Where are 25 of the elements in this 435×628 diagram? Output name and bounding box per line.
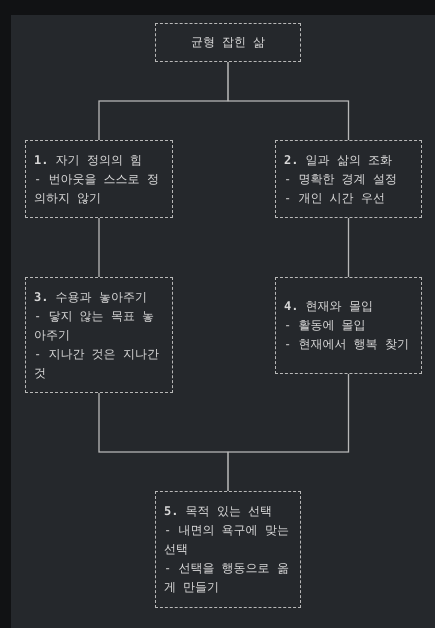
- box-heading: 4. 현재와 몰입: [284, 298, 374, 315]
- step-box: [25, 140, 173, 218]
- bullet-text: - 활동에 몰입: [284, 317, 367, 334]
- step-box: [155, 491, 301, 608]
- connector-line: [227, 374, 350, 491]
- bullet-text: - 개인 시간 우선: [284, 190, 386, 206]
- bullet-text: - 선택을 행동으로 옮게 만들기: [164, 560, 290, 596]
- bullet-text: - 지나간 것은 지나간 것: [34, 346, 160, 382]
- title-box: [155, 23, 301, 62]
- step-box: [275, 140, 422, 218]
- step-box: [275, 277, 422, 374]
- box-heading: 5. 목적 있는 선택: [164, 503, 274, 520]
- bullet-text: - 명확한 경계 설정: [284, 170, 398, 188]
- box-heading: 3. 수용과 놓아주기: [34, 288, 148, 306]
- bullet-text: - 현재에서 행복 찾기: [284, 336, 410, 353]
- step-box: [25, 277, 173, 393]
- connector-line: [348, 218, 350, 277]
- box-heading: 1. 자기 정의의 힘: [34, 152, 144, 168]
- box-heading: 균형 잡힌 삶: [190, 34, 266, 51]
- bullet-text: - 닿지 않는 목표 놓아주기: [34, 308, 156, 344]
- bullet-text: - 내면의 욕구에 맞는 선택: [164, 522, 290, 558]
- box-heading: 2. 일과 삶의 조화: [284, 152, 394, 168]
- connector-line: [98, 218, 100, 277]
- bullet-text: - 번아웃을 스스로 정의하지 않기: [34, 170, 160, 206]
- connector-line: [227, 62, 350, 140]
